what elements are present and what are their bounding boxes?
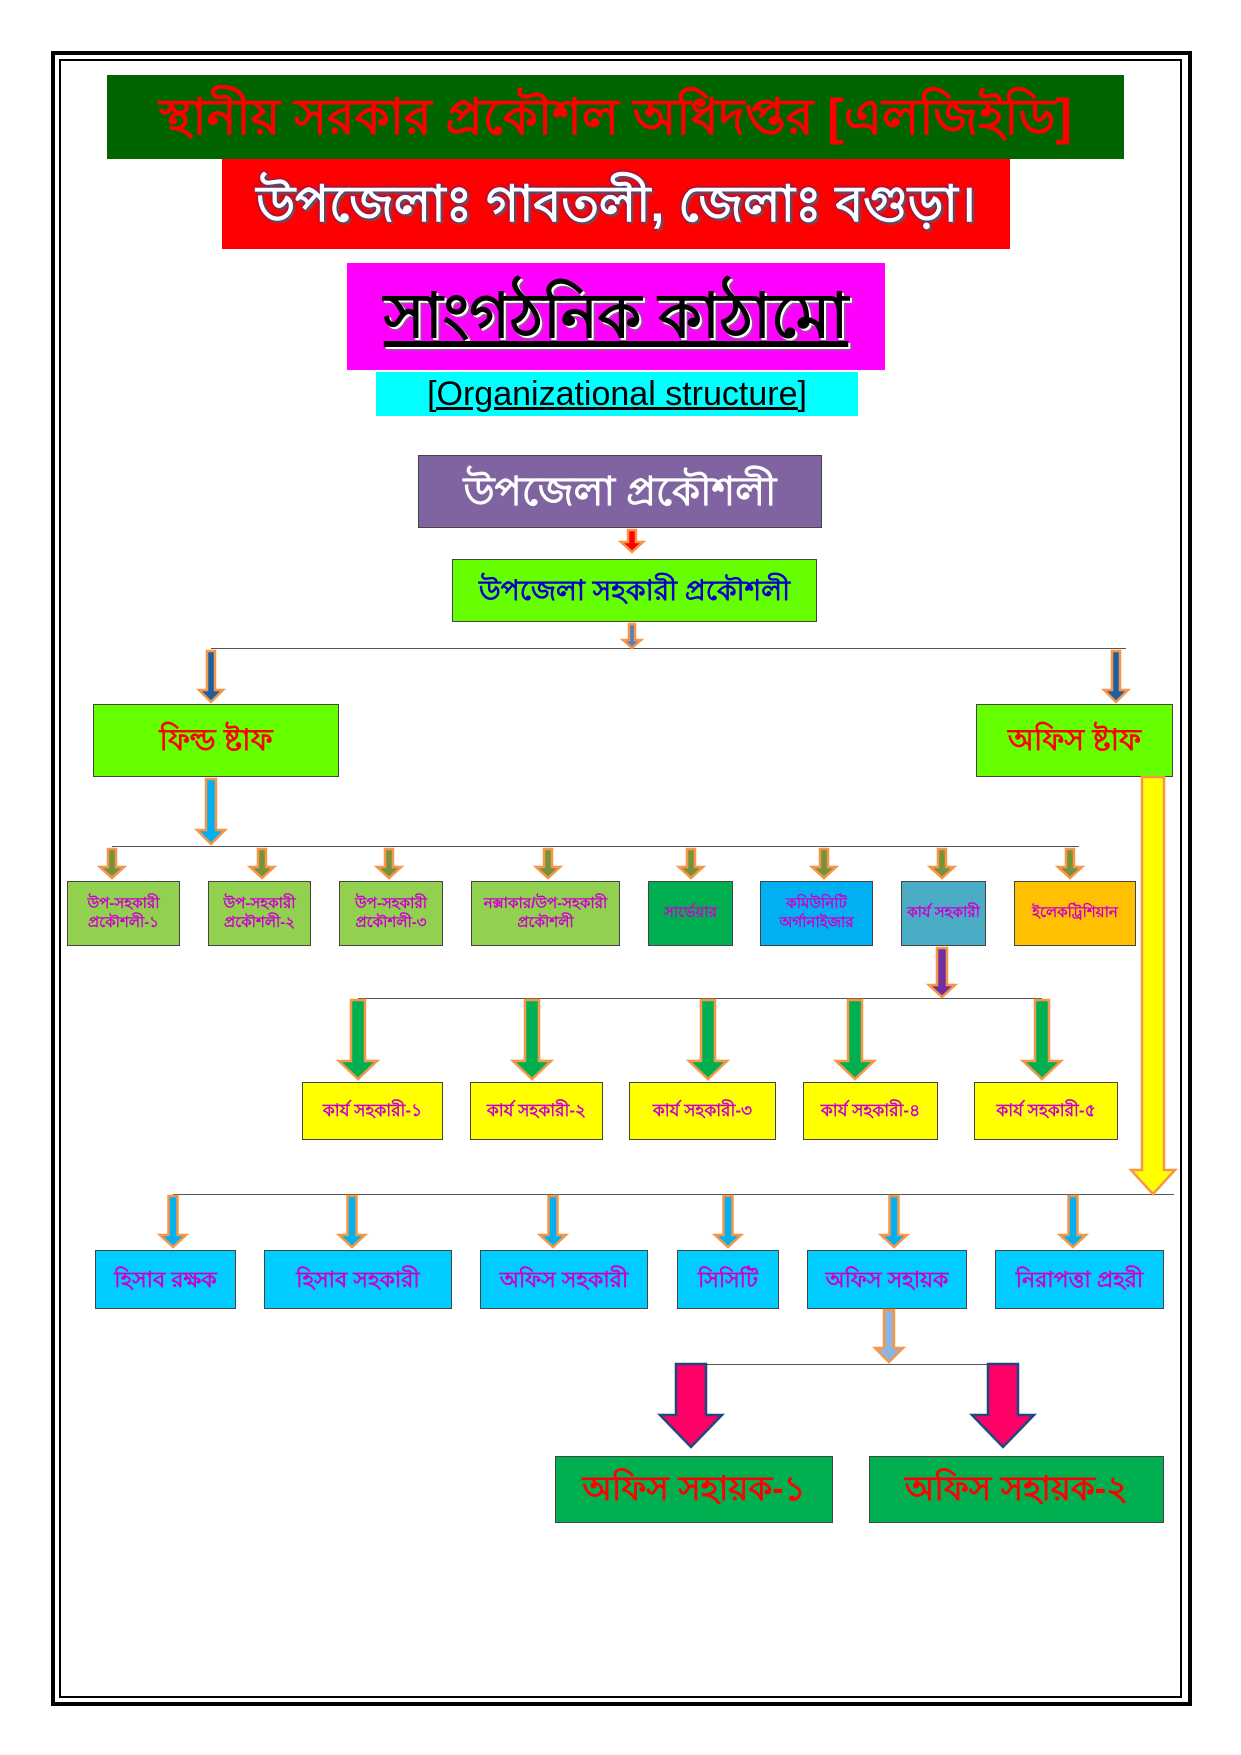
field-role-box: ইলেকট্রিশিয়ান [1014,881,1136,946]
down-arrow-icon [193,777,229,846]
upazila-engineer-box: উপজেলা প্রকৌশলী [418,455,822,528]
office-role-box: অফিস সহায়ক [807,1250,967,1309]
down-arrow-icon [1019,998,1065,1081]
down-arrow-icon [877,1194,911,1249]
down-arrow-icon [1054,847,1086,880]
down-arrow-icon [685,998,731,1081]
field-role-box: নক্সাকার/উপ-সহকারী প্রকৌশলী [471,881,620,946]
down-arrow-icon [832,998,878,1081]
down-arrow-icon [335,998,381,1081]
location-banner: উপজেলাঃ গাবতলী, জেলাঃ বগুড়া। [222,159,1010,249]
down-arrow-icon [246,847,278,880]
work-assistant-box: কার্য সহকারী-২ [470,1082,603,1140]
down-arrow-icon [871,1308,907,1364]
field-role-box: উপ-সহকারী প্রকৌশলী-৩ [339,881,443,946]
down-arrow-icon [617,528,647,554]
work-assistant-box: কার্য সহকারী-১ [302,1082,443,1140]
field-role-box: কমিউনিটি অর্গানাইজার [760,881,873,946]
field-role-box: উপ-সহকারী প্রকৌশলী-২ [208,881,311,946]
down-arrow-icon [96,847,128,880]
down-arrow-icon [509,998,555,1081]
field-role-box: সার্ভেয়ার [648,881,733,946]
office-role-box: অফিস সহকারী [480,1250,648,1309]
connector-line [358,998,1042,999]
down-arrow-icon [926,847,958,880]
page-border-outer [51,51,1192,1706]
field-staff-box: ফিল্ড ষ্টাফ [93,704,339,777]
office-role-box: সিসিটি [677,1250,779,1309]
down-arrow-icon [808,847,840,880]
down-arrow-icon [532,847,564,880]
field-role-box: উপ-সহকারী প্রকৌশলী-১ [67,881,180,946]
connector-line [173,1194,1174,1195]
down-arrow-icon [335,1194,369,1249]
heading-banner: সাংগঠনিক কাঠামো [347,263,885,370]
down-arrow-icon [156,1194,190,1249]
down-arrow-icon [536,1194,570,1249]
office-staff-box: অফিস ষ্টাফ [976,704,1173,777]
work-assistant-box: কার্য সহকারী-৫ [974,1082,1118,1140]
connector-line [691,1364,1003,1365]
down-arrow-icon [1056,1194,1090,1249]
down-arrow-icon [657,1362,725,1449]
office-role-box: হিসাব রক্ষক [95,1250,236,1309]
subheading-banner: [Organizational structure] [376,372,858,416]
down-arrow-icon [373,847,405,880]
down-arrow-icon [619,622,645,650]
down-arrow-icon [675,847,707,880]
work-assistant-box: কার্য সহকারী-৪ [803,1082,938,1140]
down-arrow-icon [195,649,227,704]
connector-line [211,648,1126,649]
office-role-box: নিরাপত্তা প্রহরী [995,1250,1164,1309]
down-arrow-icon [925,946,959,999]
office-helper-box: অফিস সহায়ক-২ [869,1456,1164,1523]
down-arrow-icon [1100,649,1132,704]
office-helper-box: অফিস সহায়ক-১ [555,1456,833,1523]
assistant-engineer-box: উপজেলা সহকারী প্রকৌশলী [452,559,817,622]
page-border-inner [59,59,1182,1698]
down-arrow-icon [711,1194,745,1249]
connector-line [112,846,1079,847]
work-assistant-box: কার্য সহকারী-৩ [629,1082,776,1140]
title-banner: স্থানীয় সরকার প্রকৌশল অধিদপ্তর [এলজিইডি… [107,75,1124,159]
down-arrow-icon [1128,775,1178,1196]
field-role-box: কার্য সহকারী [901,881,986,946]
office-role-box: হিসাব সহকারী [264,1250,452,1309]
down-arrow-icon [969,1362,1037,1449]
